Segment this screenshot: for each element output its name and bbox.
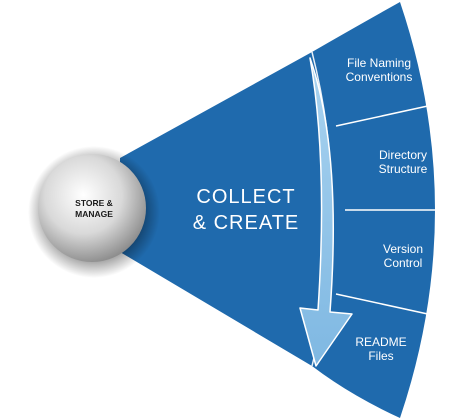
segment-label-version-2: Control (384, 256, 423, 270)
fan-wedge (120, 2, 435, 418)
segment-label-directory-1: Directory (379, 148, 427, 162)
segment-divider-1 (335, 101, 447, 127)
segment-label-version-1: Version (383, 242, 423, 256)
curved-arrow (299, 57, 353, 367)
segment-label-readme-2: Files (368, 349, 393, 363)
segment-label-directory-2: Structure (379, 162, 428, 176)
hub-sphere (38, 154, 146, 262)
segment-label-readme-1: README (355, 335, 406, 349)
hub-label-line1: STORE & (75, 198, 113, 208)
main-label-line2: & CREATE (193, 212, 300, 234)
main-label-line1: COLLECT (196, 186, 295, 208)
hub-label-line2: MANAGE (75, 209, 113, 219)
segment-divider-3 (335, 293, 447, 319)
segment-label-file-naming-1: File Naming (347, 56, 411, 70)
segment-label-file-naming-2: Conventions (346, 70, 413, 84)
